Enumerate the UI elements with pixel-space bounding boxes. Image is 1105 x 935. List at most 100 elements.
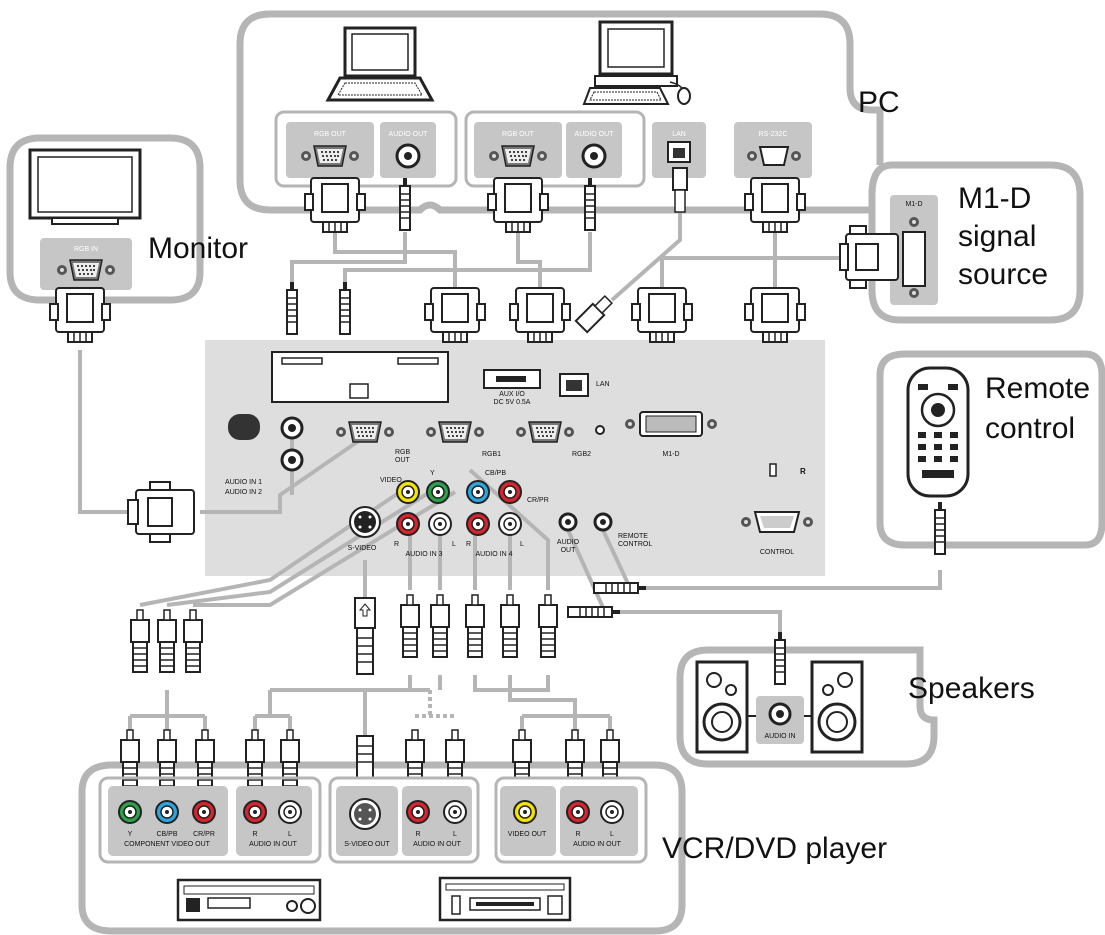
pc-rgb-out-1-label: RGB OUT xyxy=(314,131,347,138)
remote-control-jack xyxy=(593,512,613,532)
vcr-cr-pr-jack xyxy=(192,800,216,824)
vga-plug-icon xyxy=(304,177,366,233)
vcr-y-jack xyxy=(118,800,142,824)
jack-plug-icon xyxy=(934,501,946,555)
speakers-audio-in-label: AUDIO IN xyxy=(764,733,795,740)
desktop-pc-icon xyxy=(582,20,691,105)
audio-in-1-jack xyxy=(280,416,304,440)
remote-label-line2: control xyxy=(985,412,1075,445)
cr-pr-label: CR/PR xyxy=(527,497,549,504)
cr-pr-jack xyxy=(498,480,522,504)
vcr-audio-in-out-label-1: AUDIO IN OUT xyxy=(249,841,298,848)
pc-frame xyxy=(270,10,884,165)
vcr-video-jack xyxy=(513,800,537,824)
vcr-group: Y CB/PB CR/PR COMPONENT VIDEO OUT R L AU… xyxy=(98,776,887,922)
speaker-left-icon xyxy=(695,660,749,754)
vcr-r-label-3: R xyxy=(575,831,580,838)
audio-jack-icon xyxy=(581,143,607,169)
serial-plug-icon xyxy=(744,177,806,233)
audio-in3-label: AUDIO IN 3 xyxy=(406,551,443,558)
vcr-r-jack-2 xyxy=(406,800,430,824)
m1d-source-label-line3: source xyxy=(958,258,1048,291)
vcr-cb-pb-label: CB/PB xyxy=(156,831,177,838)
jack-plug-icon xyxy=(399,177,411,231)
vcr-label: VCR/DVD player xyxy=(662,832,887,865)
vcr-cr-pr-label: CR/PR xyxy=(193,831,215,838)
rgb-out-label-line1: RGB xyxy=(395,449,411,456)
audio-out-jack xyxy=(558,512,578,532)
pc-rgb-out-2-label: RGB OUT xyxy=(502,131,535,138)
m1d-source-label-line1: M1-D xyxy=(958,182,1031,215)
audio-in4-l-label: L xyxy=(520,541,524,548)
vcr-r-label-1: R xyxy=(252,831,257,838)
m1d-port xyxy=(625,411,717,437)
kensington-icon: R xyxy=(800,467,806,476)
m1d-source-label-line2: signal xyxy=(958,220,1036,253)
lan-port xyxy=(559,373,589,397)
vcr-component-video-out-label: COMPONENT VIDEO OUT xyxy=(124,841,211,848)
s-video-port xyxy=(349,506,381,538)
m1d-source-group: M1-D M1-D signal source xyxy=(839,182,1048,305)
vcr-l-label-2: L xyxy=(453,831,457,838)
monitor-group: RGB IN Monitor xyxy=(28,148,248,343)
remote-control-label-line2: CONTROL xyxy=(618,541,652,548)
vcr-frame xyxy=(78,761,686,935)
speakers-frame xyxy=(676,646,938,768)
audio-in3-r-label: R xyxy=(394,541,399,548)
audio-in-2-jack xyxy=(280,448,304,472)
vcr-r-label-2: R xyxy=(415,831,420,838)
vcr-audio-in-out-label-2: AUDIO IN OUT xyxy=(413,841,462,848)
monitor-icon xyxy=(28,148,142,225)
audio-in3-l-jack xyxy=(428,512,452,536)
audio-in3-l-label: L xyxy=(452,541,456,548)
rgb-out-label-line2: OUT xyxy=(395,457,411,464)
audio-in3-r-jack xyxy=(396,512,420,536)
m1d-frame xyxy=(868,161,1084,324)
vcr-audio-in-out-label-3: AUDIO IN OUT xyxy=(573,841,622,848)
aux-power-label: DC 5V 0.5A xyxy=(494,399,531,406)
dvd-player-icon xyxy=(176,878,322,922)
dvi-port-icon xyxy=(902,231,926,287)
video-label: VIDEO xyxy=(380,477,402,484)
video-jack xyxy=(396,480,420,504)
dvi-plug-icon xyxy=(631,287,693,343)
lan-port-icon xyxy=(667,141,691,163)
vcr-s-video-port xyxy=(349,798,381,830)
jack-plug-icon xyxy=(286,281,298,335)
laptop-icon xyxy=(325,26,435,102)
pc-rs232c-label: RS-232C xyxy=(759,131,788,138)
vcr-l-jack-2 xyxy=(443,800,467,824)
vga-plug-icon xyxy=(487,177,549,233)
m1d-source-port-label: M1-D xyxy=(905,201,922,208)
serial-plug-icon xyxy=(744,287,806,343)
projector-ports: AUDIO IN 1 AUDIO IN 2 RGB OUT RGB1 RGB2 … xyxy=(127,281,813,558)
jack-plug-icon xyxy=(339,281,351,335)
pc-audio-out-2-label: AUDIO OUT xyxy=(575,131,615,138)
jack-plug-icon xyxy=(584,177,596,231)
control-label: CONTROL xyxy=(760,549,794,556)
pc-label: PC xyxy=(858,86,900,119)
audio-out-label-line2: OUT xyxy=(561,547,577,554)
vcr-s-video-out-label: S-VIDEO OUT xyxy=(344,841,390,848)
audio-in4-l-jack xyxy=(498,512,522,536)
speakers-group: AUDIO IN Speakers xyxy=(695,631,1035,754)
control-port xyxy=(741,511,813,533)
vcr-cb-pb-jack xyxy=(155,800,179,824)
remote-label-line1: Remote xyxy=(985,372,1090,405)
vcr-icon xyxy=(438,876,572,922)
speaker-right-icon xyxy=(810,660,864,754)
vcr-video-out-label: VIDEO OUT xyxy=(508,831,547,838)
lower-plugs xyxy=(120,582,647,807)
remote-control-label-line1: REMOTE xyxy=(618,533,648,540)
audio-out-label-line1: AUDIO xyxy=(557,539,580,546)
vga-plug-icon xyxy=(49,287,111,343)
y-jack xyxy=(426,480,450,504)
jack-plug-icon xyxy=(774,631,786,685)
vcr-y-label: Y xyxy=(128,831,133,838)
pc-audio-out-1-label: AUDIO OUT xyxy=(389,131,429,138)
vcr-r-jack-1 xyxy=(243,800,267,824)
cb-pb-jack xyxy=(466,480,490,504)
rgb2-label: RGB2 xyxy=(572,451,591,458)
